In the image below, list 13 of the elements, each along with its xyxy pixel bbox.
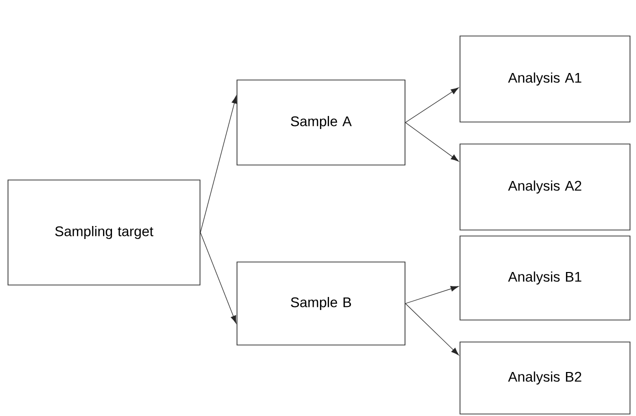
- arrow: [405, 303, 459, 356]
- process-box: Sample A: [236, 80, 406, 166]
- process-box: Analysis A2: [460, 144, 630, 230]
- process-box: Analysis A1: [460, 36, 630, 122]
- arrow: [405, 122, 459, 162]
- process-box: Sampling target: [8, 180, 200, 286]
- process-box: Analysis B2: [460, 342, 630, 414]
- arrow: [405, 87, 459, 123]
- process-box: Analysis B1: [460, 236, 630, 320]
- process-box: Sample B: [236, 262, 406, 346]
- arrow: [200, 232, 236, 324]
- arrow: [200, 96, 238, 233]
- arrow: [405, 286, 459, 304]
